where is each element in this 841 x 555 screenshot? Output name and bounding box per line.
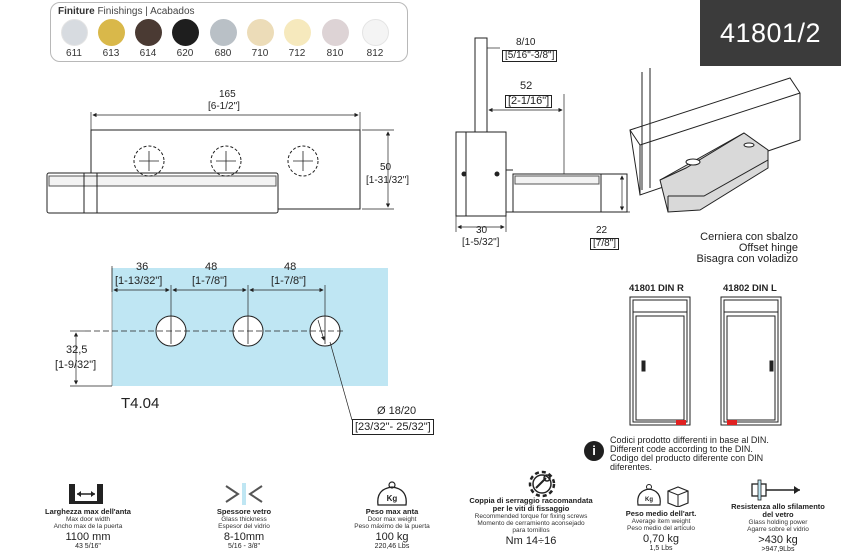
info-note: Codici prodotto differenti in base al DI… [610,435,769,472]
weight-icon: Kg [377,481,407,506]
offset-in: [2-1/16"] [505,95,553,108]
caption-en: Offset hinge [738,242,798,254]
glass-thickness-mm: 8/10 [516,37,536,48]
finish-color-dot [361,19,389,46]
top-height-mm: 50 [380,162,392,173]
finish-swatches: 611 613 614 620 680 710 712 810 812 [57,19,402,61]
finishes-title: Finiture Finishings | Acabados [58,6,195,17]
glass-d3-mm: 48 [284,261,297,273]
finish-swatch: 712 [280,19,314,59]
depth-in: [1-5/32"] [462,237,500,248]
finish-color-dot [60,19,88,46]
glass-d2-mm: 48 [205,261,218,273]
finish-code: 810 [326,48,344,59]
offset-mm: 52 [520,80,533,92]
finishes-panel: Finiture Finishings | Acabados 611 613 614… [50,2,408,62]
product-code-badge: 41801/2 [700,0,841,66]
din-right-label: 41801 DIN R [629,283,684,294]
glass-v-mm: 32,5 [66,344,88,356]
spec-glass-thickness: Spessore vetro Glass thickness Espesor d… [216,507,272,551]
hinge-3d-sketch [629,68,801,213]
glass-d2-in: [1-7/8"] [192,275,228,287]
pull-out-icon [751,479,800,501]
top-width-mm: 165 [219,89,236,100]
hinge-caption: Cerniera con sbalzo Offset hinge Bisagra… [640,232,798,265]
arm-height-in: [7/8"] [590,238,620,250]
glass-thickness-in: [5/16"-3/8"] [502,50,558,62]
spec-glass-holding: Resistenza allo sfilamento del vetro Gla… [731,502,825,554]
caption-it: Cerniera con sbalzo [700,231,798,243]
finish-code: 613 [102,48,120,59]
top-height-in: [1-31/32"] [366,175,410,186]
finish-code: 812 [366,48,384,59]
din-left-door [720,296,782,426]
spec-door-width: Larghezza max dell'anta Max door width A… [45,507,131,551]
hole-diameter-in: [23/32"- 25/32"] [352,419,434,435]
finish-swatch: 710 [243,19,277,59]
door-width-icon [69,484,103,504]
finish-code: 710 [251,48,269,59]
glass-d3-in: [1-7/8"] [271,275,307,287]
glass-thickness-icon [225,483,263,505]
finish-swatch: 680 [206,19,240,59]
caption-es: Bisagra con voladizo [696,253,798,265]
finish-color-dot [209,19,237,46]
finish-swatch: 614 [131,19,165,59]
hole-diameter-mm: Ø 18/20 [377,405,417,417]
spec-item-weight: Peso medio dell'art. Average item weight… [625,509,697,553]
spec-torque: Coppia di serraggio raccomandata per le … [469,496,593,547]
info-icon: i [584,441,604,461]
finish-swatch: 620 [168,19,202,59]
depth-mm: 30 [476,225,488,236]
top-width-in: [6-1/2"] [208,101,240,112]
din-right-door [629,296,691,426]
finish-code: 712 [288,48,306,59]
item-weight-icon: Kg [637,484,689,507]
glass-d1-in: [1-13/32"] [115,275,163,287]
finish-color-dot [97,19,125,46]
finish-swatch: 812 [358,19,392,59]
weight-icon-text: Kg [387,494,398,503]
finish-color-dot [246,19,274,46]
finish-code: 614 [139,48,157,59]
torque-icon [528,470,556,498]
top-view-drawing [46,112,394,214]
glass-d1-mm: 36 [136,261,149,273]
finish-swatch: 810 [318,19,352,59]
side-view-drawing [455,37,630,232]
item-weight-icon-text: Kg [645,497,653,503]
finish-swatch: 611 [57,19,91,59]
din-left-label: 41802 DIN L [723,283,777,294]
spec-door-max-weight: Peso max anta Door max weight Peso máxim… [354,507,430,551]
glass-v-in: [1-9/32"] [55,359,97,371]
arm-height-mm: 22 [596,225,608,236]
cut-code: T4.04 [121,395,160,412]
finish-color-dot [321,19,349,46]
finish-swatch: 613 [94,19,128,59]
finish-code: 680 [214,48,232,59]
glass-cutout-drawing [70,266,388,421]
finish-code: 620 [176,48,194,59]
finish-color-dot [134,19,162,46]
finish-code: 611 [66,48,82,59]
finish-color-dot [171,19,199,46]
finish-color-dot [283,19,311,46]
